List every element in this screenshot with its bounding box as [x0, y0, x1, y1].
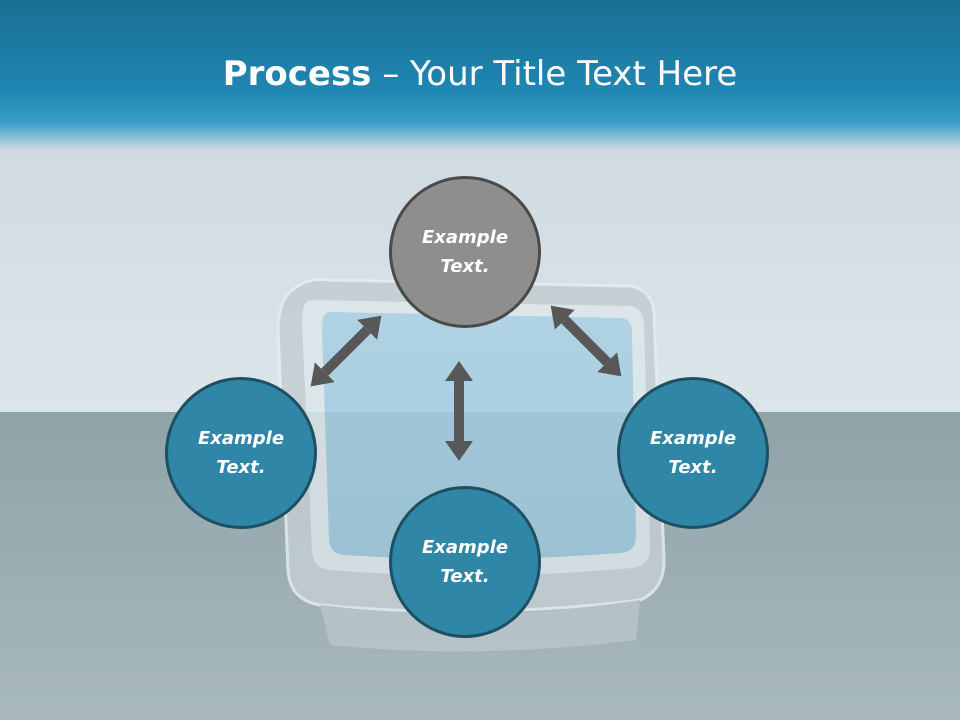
title-bold-part: Process [222, 54, 372, 94]
node-left[interactable]: Example Text. [165, 377, 317, 529]
node-left-label: Example Text. [197, 428, 285, 478]
tv-illustration [276, 278, 666, 652]
title-rest-part: – Your Title Text Here [371, 54, 738, 94]
page-title: Process – Your Title Text Here [0, 52, 960, 96]
arrow-top-right [550, 305, 622, 377]
arrow-vertical [445, 361, 473, 461]
node-top[interactable]: Example Text. [389, 176, 541, 328]
arrow-top-left [310, 315, 382, 387]
title-bar [0, 0, 960, 150]
node-top-label: Example Text. [421, 227, 509, 277]
node-right[interactable]: Example Text. [617, 377, 769, 529]
node-bottom[interactable]: Example Text. [389, 486, 541, 638]
node-right-label: Example Text. [649, 428, 737, 478]
node-bottom-label: Example Text. [421, 537, 509, 587]
